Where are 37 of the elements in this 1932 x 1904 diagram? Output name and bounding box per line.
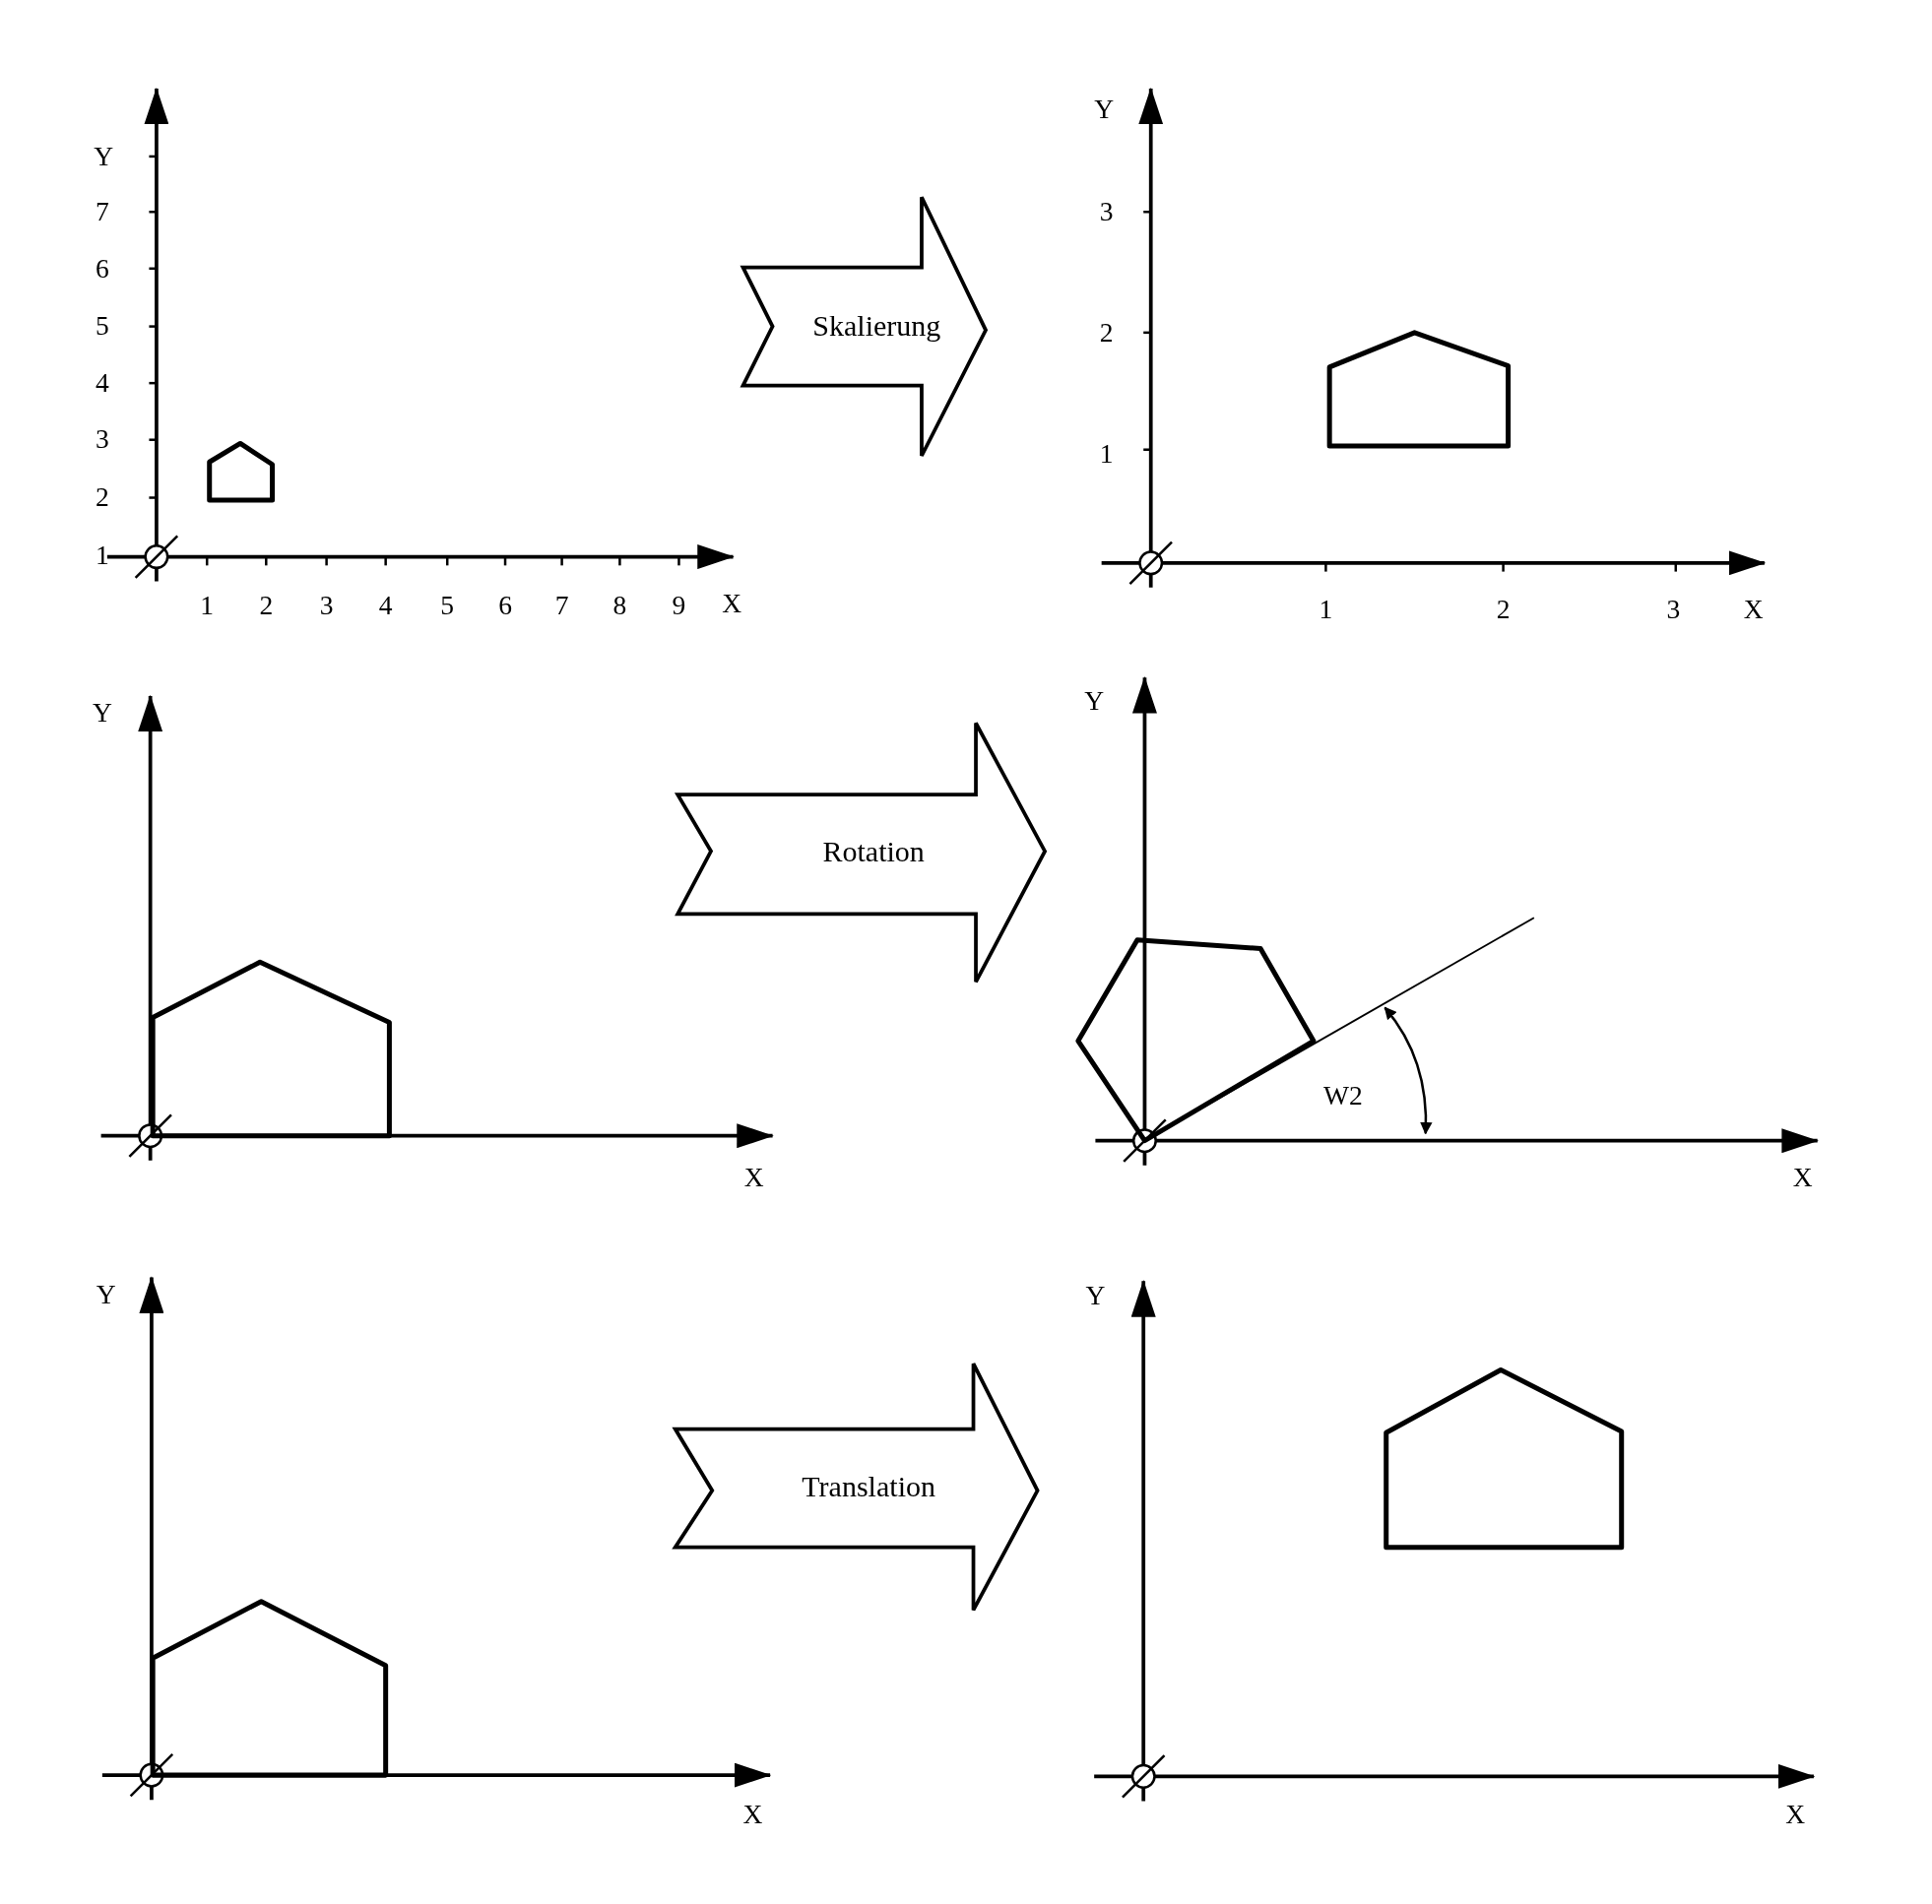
tick-label: 6 [498,592,512,620]
tick-label: 7 [96,198,109,225]
block-arrow: Skalierung [742,197,987,456]
tick-label: 2 [1496,596,1511,624]
axis-label: X [1785,1801,1806,1828]
tick-label: 5 [440,592,455,620]
axis-label: Y [1084,687,1105,715]
tick-label: 1 [96,541,109,570]
axis-label: X [1792,1164,1813,1191]
tick-label: 2 [259,592,274,620]
tick-label: 2 [96,483,109,512]
tick-label: 9 [672,592,686,620]
axis-label: X [1743,596,1764,624]
block-arrow: Translation [675,1364,1038,1611]
tick-label: 4 [378,592,393,620]
axis-label: X [742,1801,763,1828]
axis-label: Y [1085,1282,1106,1310]
angle-label: W2 [1323,1082,1363,1111]
tick-label: 3 [1666,596,1681,624]
tick-label: 1 [1099,440,1114,469]
axis-label: X [722,590,742,617]
axis-label: Y [92,699,112,728]
tick-label: 1 [1319,596,1333,624]
axis-label: X [743,1164,764,1191]
axis-label: Y [94,143,114,170]
tick-label: 4 [96,369,109,397]
tick-label: 7 [554,592,569,620]
tick-label: 3 [319,592,334,620]
tick-label: 8 [612,592,627,620]
axis-label: Y [96,1281,116,1308]
tick-label: 6 [96,255,109,283]
axis-label: Y [1094,95,1115,124]
tick-label: 5 [96,312,109,341]
tick-label: 3 [1099,198,1114,225]
tick-label: 2 [1099,319,1114,347]
tick-label: 1 [200,592,215,620]
tick-label: 3 [96,425,109,454]
